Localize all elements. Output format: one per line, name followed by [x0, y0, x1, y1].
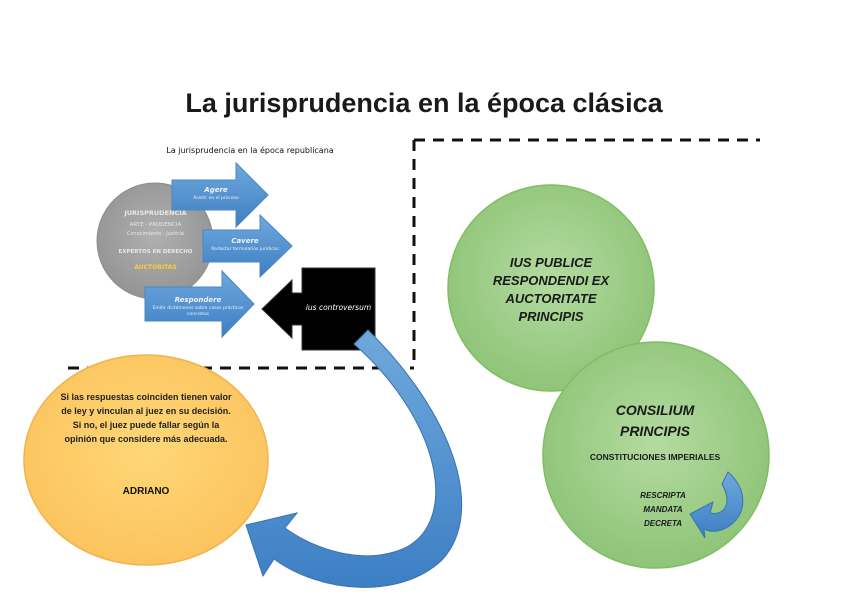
adriano-description: Si las respuestas coinciden tienen valor… — [60, 392, 232, 444]
gray-circle-line1: JURISPRUDENCIA — [124, 209, 187, 217]
agere-arrow — [171, 161, 269, 229]
consilium-principis-circle — [542, 341, 770, 569]
ius-publice-text: IUS PUBLICE RESPONDENDI EX AUCTORITATE P… — [492, 255, 610, 324]
item-mandata: MANDATA — [643, 505, 683, 514]
adriano-circle — [23, 354, 269, 566]
consilium-title: CONSILIUM PRINCIPIS — [615, 402, 695, 439]
ius-controversum-box — [261, 267, 376, 351]
gray-circle-line2: ARTE · PRUDENCIA — [129, 222, 182, 228]
gray-circle-line4: EXPERTOS EN DERECHO — [118, 249, 193, 255]
ius-controversum-label: ius controversum — [305, 303, 372, 312]
respondere-sub: Emitir dictámenes sobre casos prácticos … — [152, 306, 244, 317]
respondere-label: Respondere — [174, 296, 222, 304]
item-decreta: DECRETA — [643, 519, 683, 528]
curved-arrow-small — [689, 471, 744, 539]
item-rescripta: RESCRIPTA — [640, 491, 686, 500]
curved-arrow-big — [245, 329, 463, 588]
page-title: La jurisprudencia en la época clásica — [185, 88, 663, 118]
cavere-sub: Redactar formularios jurídicos — [211, 247, 279, 252]
agere-label: Agere — [204, 186, 228, 194]
gray-circle-line3: Conocimiento · Justicia — [126, 231, 184, 237]
respondere-arrow — [144, 269, 255, 339]
adriano-name: ADRIANO — [122, 486, 170, 497]
diagram-subtitle: La jurisprudencia en la época republican… — [166, 146, 334, 155]
agere-sub: Asistir en el proceso — [193, 196, 239, 201]
cavere-arrow — [202, 213, 293, 279]
ius-publice-circle — [447, 184, 655, 392]
constituciones-subtitle: CONSTITUCIONES IMPERIALES — [589, 452, 721, 462]
cavere-label: Cavere — [231, 237, 259, 245]
gray-circle-line5: AUCTORITAS — [134, 264, 177, 271]
